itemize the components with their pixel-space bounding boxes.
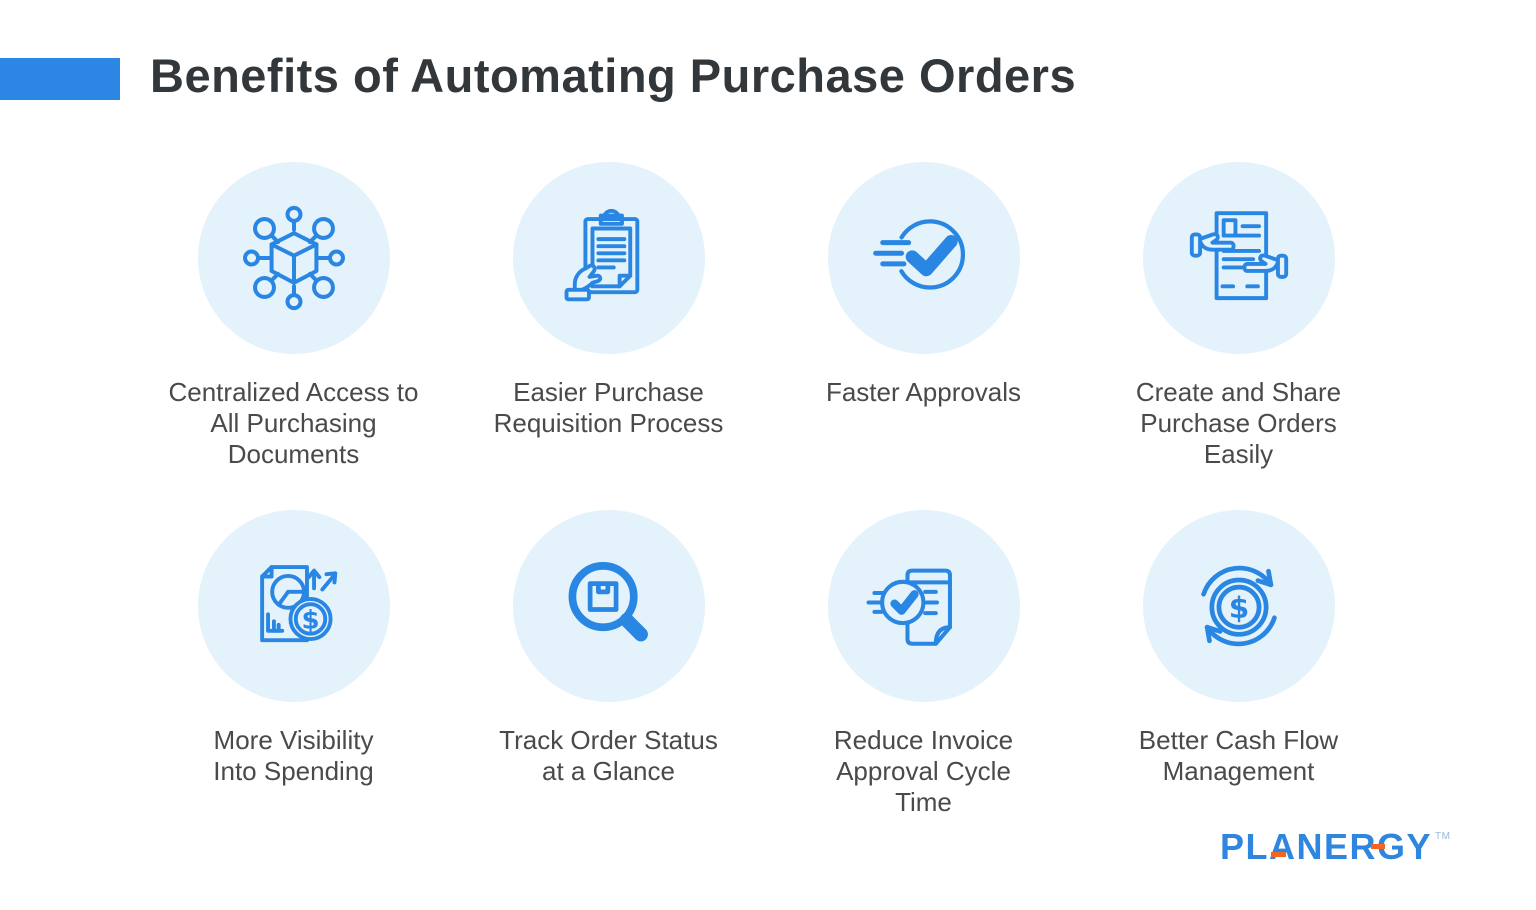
magnifier-box-icon [568, 562, 648, 642]
benefit-create-share-po: Create and Share Purchase Orders Easily [1081, 162, 1396, 510]
icon-circle [1142, 162, 1335, 354]
benefit-easier-requisition: Easier Purchase Requisition Process [451, 162, 766, 510]
title-accent-bar [0, 58, 120, 100]
logo-orange-a-accent [1271, 852, 1286, 857]
benefit-label: Faster Approvals [825, 377, 1022, 407]
benefit-spend-visibility: $ More Visibility Into Spending [136, 510, 451, 858]
benefit-label: Easier Purchase Requisition Process [493, 377, 724, 438]
cash-cycle-icon: $ [1200, 565, 1277, 647]
share-document-icon [1189, 211, 1288, 301]
benefits-grid: Centralized Access to All Purchasing Doc… [136, 162, 1396, 858]
benefit-label: Centralized Access to All Purchasing Doc… [168, 377, 419, 469]
spending-report-icon: $ [259, 565, 337, 643]
svg-text:$: $ [1228, 591, 1249, 625]
icon-circle [512, 510, 705, 702]
svg-text:$: $ [301, 605, 319, 635]
benefit-label: Reduce Invoice Approval Cycle Time [833, 725, 1014, 817]
network-cube-icon [242, 205, 345, 311]
planergy-logo: PLANERGY TM [1220, 826, 1451, 867]
logo-orange-g-accent [1371, 844, 1385, 849]
fast-check-icon [872, 219, 965, 290]
benefit-faster-approvals: Faster Approvals [766, 162, 1081, 510]
icon-circle [197, 162, 390, 354]
benefit-label: Better Cash Flow Management [1138, 725, 1339, 786]
benefit-cash-flow: $ Better Cash Flow Management [1081, 510, 1396, 858]
logo-trademark: TM [1435, 831, 1451, 842]
icon-circle: $ [197, 510, 390, 702]
benefit-invoice-cycle: Reduce Invoice Approval Cycle Time [766, 510, 1081, 858]
benefit-centralized-access: Centralized Access to All Purchasing Doc… [136, 162, 451, 510]
benefit-track-order-status: Track Order Status at a Glance [451, 510, 766, 858]
icon-circle [827, 162, 1020, 354]
page-title: Benefits of Automating Purchase Orders [150, 49, 1077, 102]
benefit-label: More Visibility Into Spending [213, 725, 374, 786]
benefit-label: Track Order Status at a Glance [499, 725, 718, 786]
clipboard-hand-icon [564, 208, 639, 302]
icon-circle [827, 510, 1020, 702]
icon-circle [512, 162, 705, 354]
benefit-label: Create and Share Purchase Orders Easily [1135, 377, 1342, 469]
planergy-logo-text: PLANERGY [1220, 826, 1433, 867]
invoice-check-icon [866, 568, 952, 646]
icon-circle: $ [1142, 510, 1335, 702]
